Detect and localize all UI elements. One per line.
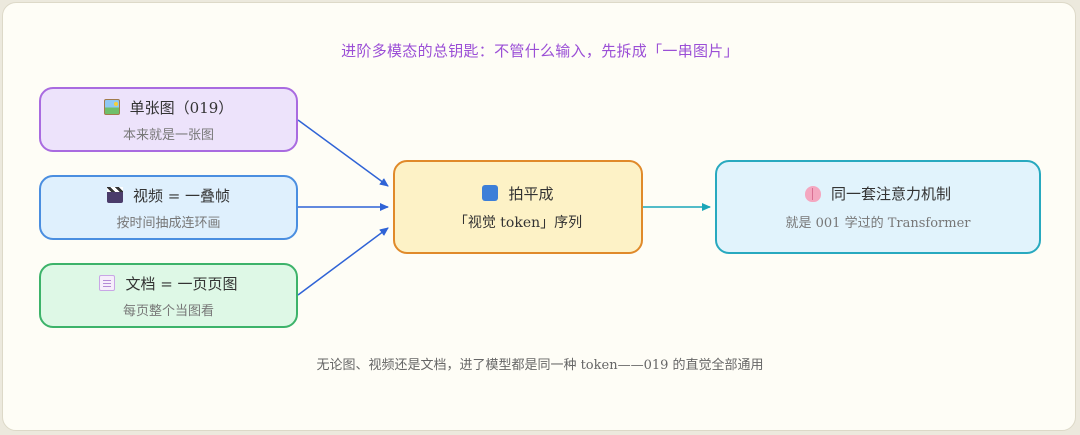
node-document-label: 文档 = 一页页图: [125, 274, 238, 293]
node-attention-head: 同一套注意力机制: [804, 183, 951, 204]
node-flatten-label: 拍平成: [508, 184, 554, 203]
arrow-image-to-flatten: [297, 119, 389, 187]
node-document: 文档 = 一页页图 每页整个当图看: [39, 263, 298, 328]
node-attention: 同一套注意力机制 就是 001 学过的 Transformer: [715, 160, 1041, 254]
numbers-icon: [482, 185, 499, 201]
node-flatten-head: 拍平成: [482, 183, 554, 204]
node-document-head: 文档 = 一页页图: [99, 273, 238, 294]
node-attention-label: 同一套注意力机制: [830, 185, 951, 203]
node-document-sub: 每页整个当图看: [122, 303, 214, 319]
brain-icon: [804, 185, 821, 202]
node-flatten: 拍平成 「视觉 token」序列: [393, 160, 643, 254]
node-single-image-label: 单张图（019）: [129, 98, 234, 117]
node-video-head: 视频 = 一叠帧: [106, 185, 231, 206]
node-single-image: 单张图（019） 本来就是一张图: [39, 87, 298, 152]
node-single-image-sub: 本来就是一张图: [122, 127, 214, 143]
node-video-label: 视频 = 一叠帧: [132, 186, 231, 205]
picture-icon: [103, 99, 120, 115]
node-single-image-head: 单张图（019）: [103, 97, 234, 118]
diagram-footer-note: 无论图、视频还是文档，进了模型都是同一种 token——019 的直觉全部通用: [316, 358, 764, 373]
arrow-doc-to-flatten: [297, 227, 389, 296]
diagram-title: 进阶多模态的总钥匙：不管什么输入，先拆成「一串图片」: [341, 42, 739, 60]
node-attention-sub: 就是 001 学过的 Transformer: [785, 216, 971, 231]
node-video-sub: 按时间抽成连环画: [116, 215, 221, 231]
node-flatten-sub: 「视觉 token」序列: [453, 214, 583, 231]
clapper-board-icon: [106, 187, 123, 203]
node-video: 视频 = 一叠帧 按时间抽成连环画: [39, 175, 298, 240]
document-icon: [99, 275, 116, 291]
